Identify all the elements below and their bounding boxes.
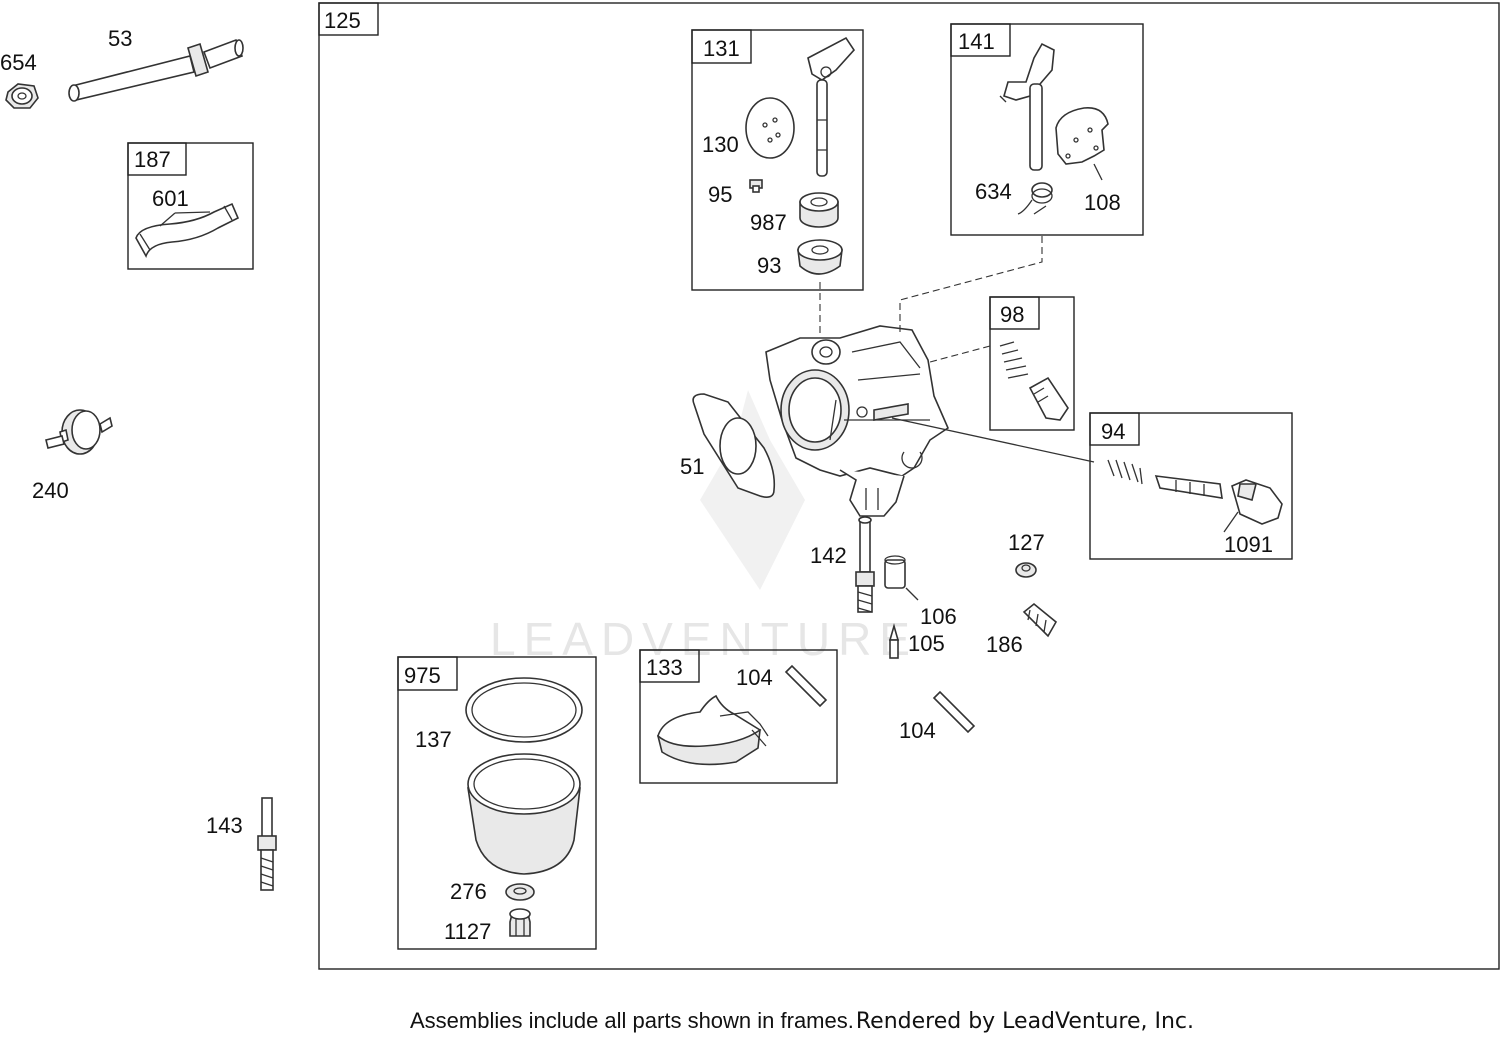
- frame-label-187: 187: [134, 147, 171, 172]
- frame-94: [1089, 412, 1293, 560]
- frame-131: [691, 29, 864, 291]
- part-975-float-bowl[interactable]: [467, 753, 581, 875]
- frame-label-133: 133: [646, 655, 683, 680]
- part-240-filter[interactable]: [45, 409, 113, 455]
- part-104-pin[interactable]: [932, 690, 976, 734]
- part-127-washer[interactable]: [1015, 562, 1037, 578]
- callout-276: 276: [450, 879, 487, 904]
- part-133-float[interactable]: [656, 694, 769, 766]
- callout-106: 106: [920, 604, 957, 629]
- callout-654: 654: [0, 50, 37, 75]
- callout-93: 93: [757, 253, 781, 278]
- part-carburetor-body[interactable]: [765, 325, 950, 517]
- callout-987: 987: [750, 210, 787, 235]
- frame-975: [397, 656, 597, 950]
- callout-142: 142: [810, 543, 847, 568]
- footer-note: Assemblies include all parts shown in fr…: [410, 1008, 854, 1033]
- part-1127-bowl-screw[interactable]: [509, 908, 531, 937]
- callout-137: 137: [415, 727, 452, 752]
- part-143-nozzle[interactable]: [257, 797, 277, 891]
- callout-1127: 1127: [444, 919, 491, 944]
- frame-label-98: 98: [1000, 302, 1024, 327]
- frame-187: [127, 142, 254, 270]
- leader-lines: [819, 236, 1095, 463]
- part-94-mixture-screw[interactable]: [1107, 459, 1223, 499]
- frame-label-141: 141: [958, 29, 995, 54]
- part-53-fitting[interactable]: [68, 38, 244, 102]
- part-634-spring[interactable]: [1017, 182, 1053, 215]
- footer: Assemblies include all parts shown in fr…: [410, 1008, 1194, 1034]
- part-142-main-jet[interactable]: [855, 516, 875, 613]
- callout-104b: 104: [899, 718, 936, 743]
- part-108-choke-plate[interactable]: [1055, 107, 1109, 181]
- part-1091-limiter-cap[interactable]: [1223, 479, 1283, 533]
- callout-601: 601: [152, 186, 189, 211]
- parts-diagram: LEADVENTURE 654 53 187 601 240: [0, 2, 1500, 970]
- callout-53: 53: [108, 26, 132, 51]
- frame-133: [639, 649, 838, 784]
- callout-127: 127: [1008, 530, 1045, 555]
- part-654-nut[interactable]: [5, 83, 39, 109]
- callout-104a: 104: [736, 665, 773, 690]
- frame-141: [950, 23, 1144, 236]
- callout-95: 95: [708, 182, 732, 207]
- part-93-bushing[interactable]: [797, 239, 843, 275]
- callout-105: 105: [908, 631, 945, 656]
- part-601-hose[interactable]: [135, 202, 240, 258]
- callout-130: 130: [702, 132, 739, 157]
- footer-rendered-by: Rendered by LeadVenture, Inc.: [855, 1009, 1195, 1034]
- part-137-gasket-ring[interactable]: [465, 677, 583, 743]
- frame-125: [318, 2, 1500, 970]
- frame-label-94: 94: [1101, 419, 1125, 444]
- callout-1091: 1091: [1224, 532, 1273, 557]
- part-130-throttle-plate[interactable]: [745, 97, 795, 159]
- frame-label-131: 131: [703, 36, 740, 61]
- part-105-needle[interactable]: [888, 623, 900, 659]
- callout-51: 51: [680, 454, 704, 479]
- part-987-seal[interactable]: [799, 192, 839, 228]
- part-98-idle-screw[interactable]: [999, 341, 1069, 421]
- callout-108: 108: [1084, 190, 1121, 215]
- part-141-choke-shaft[interactable]: [999, 42, 1055, 171]
- part-276-washer[interactable]: [505, 883, 535, 901]
- part-106-seat[interactable]: [884, 555, 919, 601]
- part-51-gasket[interactable]: [692, 393, 776, 498]
- frame-label-975: 975: [404, 663, 441, 688]
- part-104-float-pin[interactable]: [784, 664, 828, 708]
- part-186-fitting[interactable]: [1022, 602, 1058, 638]
- part-95-screw[interactable]: [749, 179, 763, 193]
- callout-186: 186: [986, 632, 1023, 657]
- part-131-throttle-shaft[interactable]: [807, 36, 856, 177]
- callout-634: 634: [975, 179, 1012, 204]
- frame-label-125: 125: [324, 8, 361, 33]
- callout-143: 143: [206, 813, 243, 838]
- callout-240: 240: [32, 478, 69, 503]
